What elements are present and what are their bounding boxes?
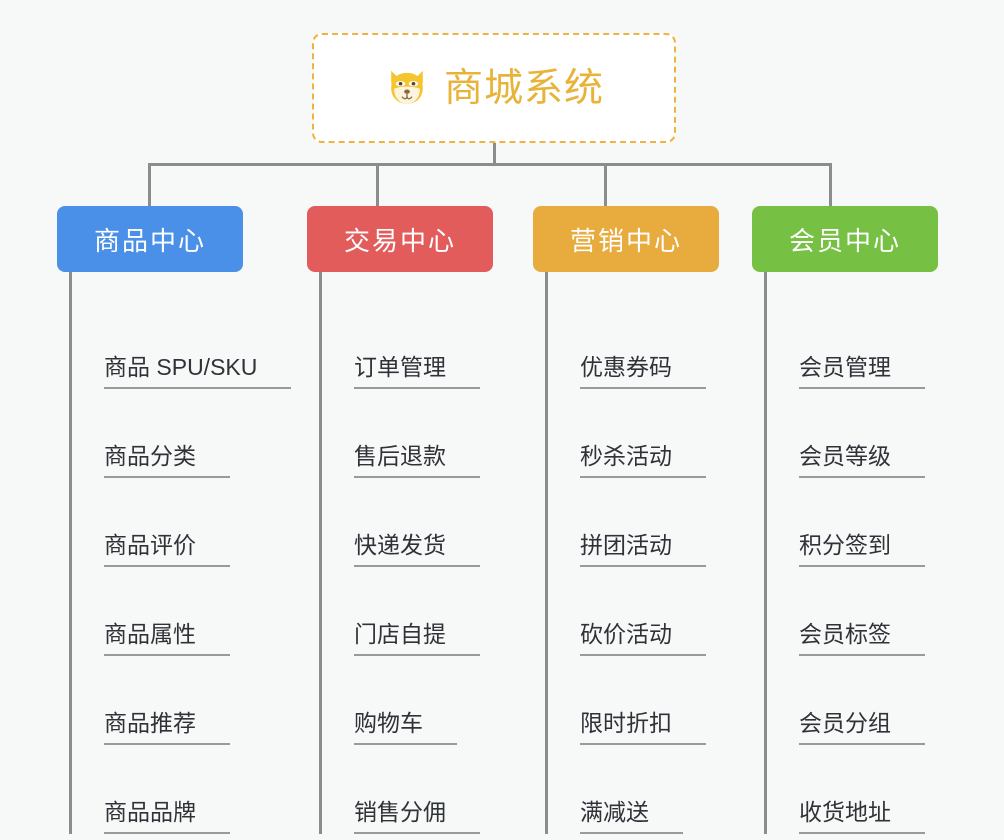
category-box-marketing-center[interactable]: 营销中心 bbox=[533, 206, 719, 272]
leaf-label: 商品 SPU/SKU bbox=[104, 354, 292, 389]
list-item[interactable]: 收货地址 bbox=[767, 745, 984, 834]
list-item[interactable]: 售后退款 bbox=[322, 389, 539, 478]
leaf-label: 商品品牌 bbox=[104, 799, 230, 834]
list-item[interactable]: 会员等级 bbox=[767, 389, 984, 478]
column-trade-center: 交易中心 订单管理 售后退款 快递发货 门店自提 购物车 销售分佣 bbox=[307, 206, 539, 834]
leaf-label: 商品属性 bbox=[104, 621, 230, 656]
column-member-center: 会员中心 会员管理 会员等级 积分签到 会员标签 会员分组 收货地址 bbox=[752, 206, 984, 834]
list-item[interactable]: 满减送 bbox=[548, 745, 765, 834]
connector-horizontal-bus bbox=[148, 163, 832, 166]
leaf-label: 会员分组 bbox=[799, 710, 925, 745]
leaf-label: 商品分类 bbox=[104, 443, 230, 478]
list-item[interactable]: 商品属性 bbox=[72, 567, 289, 656]
category-title: 交易中心 bbox=[343, 225, 456, 256]
category-box-trade-center[interactable]: 交易中心 bbox=[307, 206, 493, 272]
leaf-label: 优惠券码 bbox=[580, 354, 706, 389]
leaf-label: 会员管理 bbox=[799, 354, 925, 389]
list-item[interactable]: 商品推荐 bbox=[72, 656, 289, 745]
list-item[interactable]: 快递发货 bbox=[322, 478, 539, 567]
list-item[interactable]: 购物车 bbox=[322, 656, 539, 745]
list-item[interactable]: 商品品牌 bbox=[72, 745, 289, 834]
list-item[interactable]: 优惠券码 bbox=[548, 300, 765, 389]
connector-drop-4 bbox=[829, 163, 832, 208]
category-box-member-center[interactable]: 会员中心 bbox=[752, 206, 938, 272]
leaf-label: 快递发货 bbox=[354, 532, 480, 567]
list-item[interactable]: 砍价活动 bbox=[548, 567, 765, 656]
shiba-dog-face-icon bbox=[391, 70, 423, 104]
list-item[interactable]: 门店自提 bbox=[322, 567, 539, 656]
list-item[interactable]: 商品评价 bbox=[72, 478, 289, 567]
leaf-label: 砍价活动 bbox=[580, 621, 706, 656]
connector-root-stem bbox=[493, 143, 496, 165]
leaf-label: 购物车 bbox=[354, 710, 457, 745]
leaf-label: 会员标签 bbox=[799, 621, 925, 656]
column-product-center: 商品中心 商品 SPU/SKU 商品分类 商品评价 商品属性 商品推荐 商品品牌 bbox=[57, 206, 292, 834]
list-item[interactable]: 会员管理 bbox=[767, 300, 984, 389]
leaf-label: 秒杀活动 bbox=[580, 443, 706, 478]
list-item[interactable]: 拼团活动 bbox=[548, 478, 765, 567]
category-title: 会员中心 bbox=[788, 225, 901, 256]
leaf-label: 收货地址 bbox=[799, 799, 925, 834]
connector-drop-3 bbox=[604, 163, 607, 208]
list-item[interactable]: 商品分类 bbox=[72, 389, 289, 478]
leaf-label: 限时折扣 bbox=[580, 710, 706, 745]
leaf-list-marketing-center: 优惠券码 秒杀活动 拼团活动 砍价活动 限时折扣 满减送 bbox=[545, 272, 765, 834]
list-item[interactable]: 积分签到 bbox=[767, 478, 984, 567]
list-item[interactable]: 会员标签 bbox=[767, 567, 984, 656]
connector-drop-1 bbox=[148, 163, 151, 208]
category-title: 营销中心 bbox=[569, 225, 682, 256]
column-marketing-center: 营销中心 优惠券码 秒杀活动 拼团活动 砍价活动 限时折扣 满减送 bbox=[533, 206, 765, 834]
leaf-label: 满减送 bbox=[580, 799, 683, 834]
leaf-list-product-center: 商品 SPU/SKU 商品分类 商品评价 商品属性 商品推荐 商品品牌 bbox=[69, 272, 292, 834]
list-item[interactable]: 限时折扣 bbox=[548, 656, 765, 745]
leaf-label: 门店自提 bbox=[354, 621, 480, 656]
root-node-mall-system[interactable]: 商城系统 bbox=[312, 33, 676, 143]
connector-drop-2 bbox=[376, 163, 379, 208]
leaf-label: 商品推荐 bbox=[104, 710, 230, 745]
leaf-list-trade-center: 订单管理 售后退款 快递发货 门店自提 购物车 销售分佣 bbox=[319, 272, 539, 834]
root-title: 商城系统 bbox=[443, 66, 604, 110]
list-item[interactable]: 会员分组 bbox=[767, 656, 984, 745]
category-box-product-center[interactable]: 商品中心 bbox=[57, 206, 243, 272]
list-item[interactable]: 商品 SPU/SKU bbox=[72, 300, 292, 389]
list-item[interactable]: 销售分佣 bbox=[322, 745, 539, 834]
list-item[interactable]: 订单管理 bbox=[322, 300, 539, 389]
leaf-label: 拼团活动 bbox=[580, 532, 706, 567]
category-title: 商品中心 bbox=[93, 225, 206, 256]
list-item[interactable]: 秒杀活动 bbox=[548, 389, 765, 478]
leaf-label: 会员等级 bbox=[799, 443, 925, 478]
leaf-label: 售后退款 bbox=[354, 443, 480, 478]
leaf-list-member-center: 会员管理 会员等级 积分签到 会员标签 会员分组 收货地址 bbox=[764, 272, 984, 834]
leaf-label: 订单管理 bbox=[354, 354, 480, 389]
leaf-label: 积分签到 bbox=[799, 532, 925, 567]
leaf-label: 商品评价 bbox=[104, 532, 230, 567]
leaf-label: 销售分佣 bbox=[354, 799, 480, 834]
